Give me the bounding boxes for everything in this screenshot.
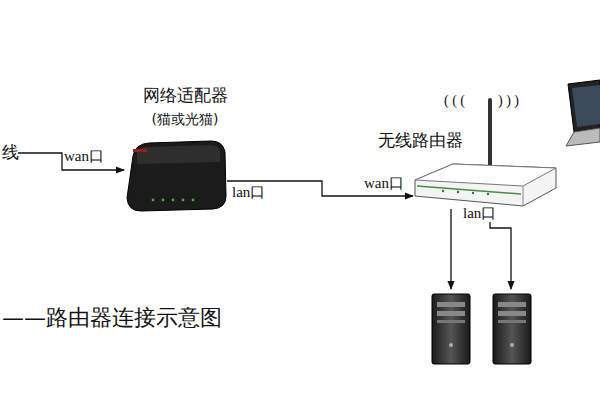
port-label: lan口 (232, 184, 265, 201)
wifi-signal: ( ( ( (444, 93, 465, 109)
router-shape (413, 158, 558, 208)
node-subheading: (猫或光猫) (152, 111, 219, 127)
wifi-signal: ) ) ) (498, 93, 519, 109)
port-label: wan口 (64, 148, 104, 165)
port-label: lan口 (462, 205, 497, 222)
port-label: wan口 (364, 175, 404, 192)
diagram-title: ——路由器连接示意图 (2, 305, 222, 330)
router-device: 无线路由器 (413, 158, 558, 208)
desktop-tower (432, 294, 470, 364)
modem-device: 网络适配器(猫或光猫) (125, 138, 227, 213)
laptop (566, 80, 600, 146)
wire-label: 线 (2, 143, 19, 163)
lan-wire (450, 209, 451, 289)
desktop-tower (493, 294, 531, 364)
node-heading: 网络适配器 (143, 86, 228, 106)
node-heading: 无线路由器 (378, 131, 463, 151)
modem-shape (125, 138, 227, 213)
router-antenna (488, 100, 492, 168)
